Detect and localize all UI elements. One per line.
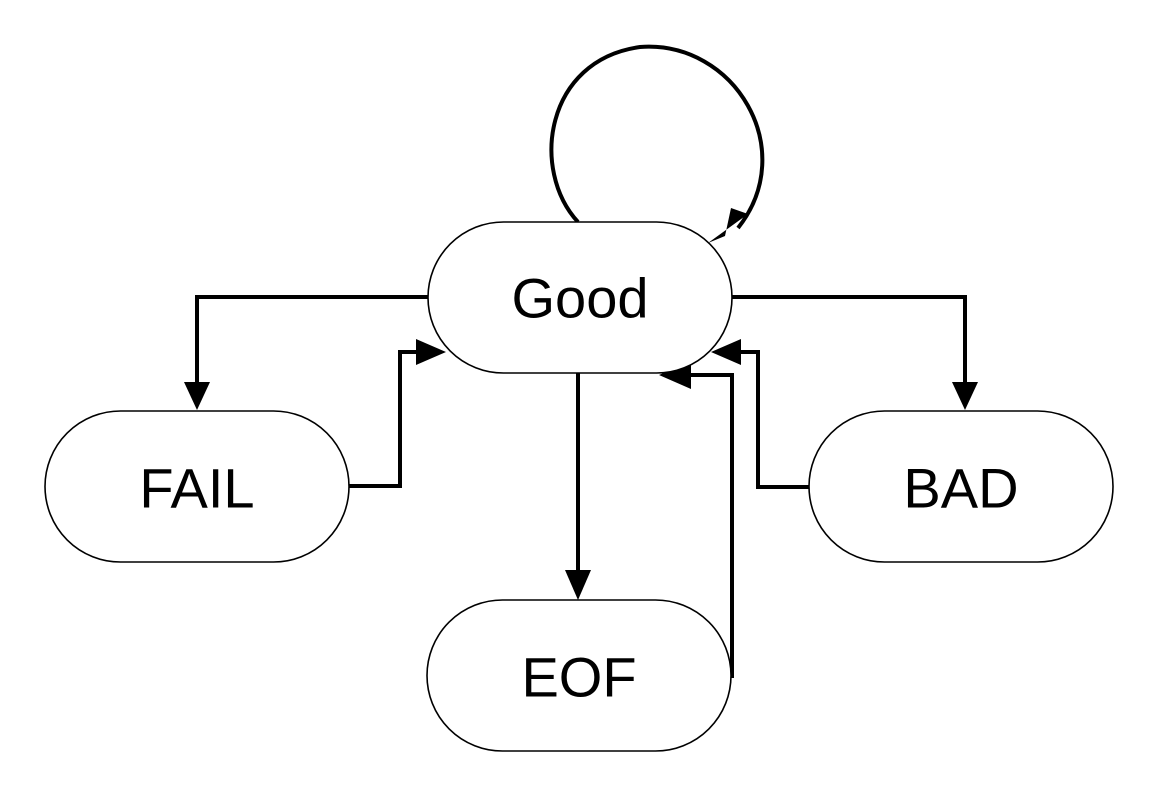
node-good-label: Good — [512, 267, 649, 330]
edge-bad-to-good-arrowhead — [711, 339, 741, 365]
edge-good-to-good — [549, 44, 765, 243]
node-eof-label: EOF — [521, 646, 636, 709]
node-bad-label: BAD — [903, 457, 1018, 520]
edge-good-to-bad-line — [732, 295, 967, 386]
edge-good-self-loop-arrowhead — [708, 208, 748, 243]
node-fail-shape — [44, 410, 350, 563]
edge-good-self-loop-line — [549, 44, 765, 230]
edge-bad-to-good — [711, 339, 810, 489]
edge-good-to-eof — [565, 372, 591, 600]
node-eof-shape — [426, 599, 732, 752]
edge-good-to-fail-line — [195, 295, 428, 386]
edge-good-to-fail-arrowhead — [184, 382, 210, 410]
node-eof: EOF — [426, 599, 732, 752]
node-bad-shape — [808, 410, 1114, 563]
edge-bad-to-good-line — [738, 350, 810, 489]
edge-good-to-fail — [184, 295, 428, 410]
edge-eof-to-good-line — [688, 373, 734, 678]
node-good: Good — [427, 221, 733, 374]
node-good-shape — [427, 221, 733, 374]
edge-good-to-bad — [732, 295, 978, 410]
edge-fail-to-good-arrowhead — [416, 339, 446, 365]
edge-good-to-bad-arrowhead — [952, 382, 978, 410]
node-bad: BAD — [808, 410, 1114, 563]
edge-fail-to-good-line — [348, 350, 420, 488]
node-fail: FAIL — [44, 410, 350, 563]
edge-good-to-eof-arrowhead — [565, 570, 591, 600]
edge-fail-to-good — [348, 339, 446, 488]
node-fail-label: FAIL — [139, 457, 254, 520]
